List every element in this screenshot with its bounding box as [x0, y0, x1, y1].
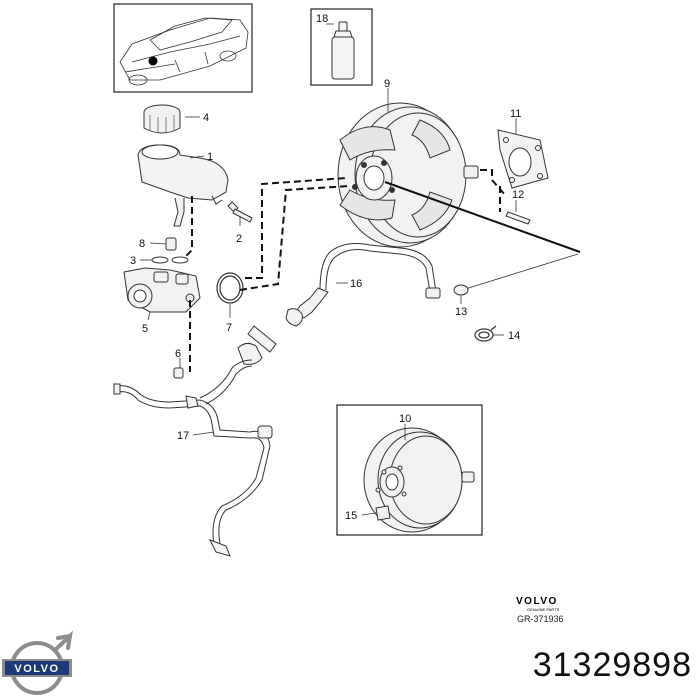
callout-10: 10 [399, 413, 411, 425]
clip-6 [173, 367, 184, 379]
fluid-bottle-inset [310, 8, 373, 86]
car-inset [113, 3, 253, 93]
seal-8 [165, 237, 177, 251]
pin [505, 211, 531, 225]
stamp-sub: GENUINE PARTS [527, 607, 560, 612]
leader-lines [140, 23, 517, 516]
volvo-logo: VOLVO [2, 630, 73, 695]
callout-12: 12 [512, 189, 524, 201]
callout-3: 3 [130, 255, 136, 267]
vacuum-pipe-17 [113, 359, 273, 557]
master-cylinder [123, 267, 201, 313]
callout-9: 9 [384, 78, 390, 90]
callout-13: 13 [455, 306, 467, 318]
reservoir-cap [143, 104, 181, 134]
callout-7: 7 [226, 322, 232, 334]
check-valve [237, 308, 303, 365]
callout-1: 1 [207, 151, 213, 163]
brake-booster [337, 102, 479, 248]
vacuum-hose-16 [295, 243, 441, 319]
callout-15: 15 [345, 510, 357, 522]
alt-booster-inset [336, 404, 483, 536]
callouts: 1 2 3 4 5 6 7 8 9 10 11 12 13 14 15 16 1… [130, 13, 524, 522]
genuine-parts-stamp: VOLVO GENUINE PARTS [516, 596, 560, 612]
hose-clamp-14 [474, 325, 497, 342]
callout-2: 2 [236, 233, 242, 245]
assembly-lines [183, 169, 507, 372]
o-rings-3 [151, 256, 189, 264]
callout-16: 16 [350, 278, 362, 290]
callout-11: 11 [510, 108, 521, 120]
gasket [497, 129, 549, 189]
part-number: 31329898 [532, 646, 692, 684]
callout-8: 8 [139, 238, 145, 250]
gr-code: GR-371936 [517, 614, 564, 624]
callout-5: 5 [142, 323, 148, 335]
callout-14: 14 [508, 330, 520, 342]
reservoir [137, 144, 229, 227]
callout-18: 18 [316, 13, 328, 25]
callout-4: 4 [203, 112, 209, 124]
cap-13 [453, 284, 469, 296]
callout-6: 6 [175, 348, 181, 360]
stamp-brand: VOLVO [516, 596, 558, 607]
logo-text: VOLVO [14, 663, 59, 675]
callout-17: 17 [177, 430, 189, 442]
bolt [227, 201, 253, 223]
seal-ring-7 [216, 272, 244, 304]
